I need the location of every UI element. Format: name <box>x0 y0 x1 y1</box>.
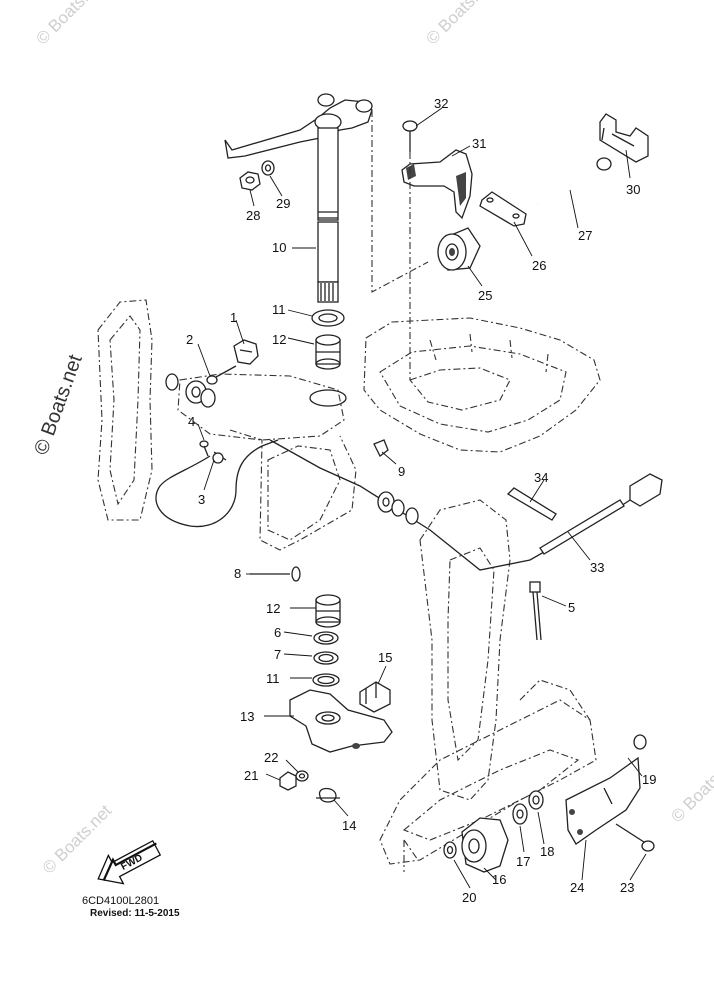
callout-13: 13 <box>240 709 254 724</box>
callout-1: 1 <box>230 310 237 325</box>
fwd-arrow-icon: FWD <box>97 839 162 885</box>
washer-part-7 <box>313 651 339 665</box>
clamp-bracket-outline <box>97 299 357 551</box>
callout-24: 24 <box>570 880 584 895</box>
washer-part-6 <box>313 631 339 645</box>
bolt-part-27 <box>537 157 612 205</box>
callout-25: 25 <box>478 288 492 303</box>
clip-part-1 <box>233 339 259 365</box>
seal-right-set <box>377 491 419 525</box>
callout-33: 33 <box>590 560 604 575</box>
callout-19: 19 <box>642 772 656 787</box>
plate-part-26 <box>479 191 527 227</box>
callout-7: 7 <box>274 647 281 662</box>
cable-tie-part-5 <box>529 581 542 641</box>
callout-3: 3 <box>198 492 205 507</box>
watermark-left-side: © Boats.net <box>30 351 87 457</box>
revised-date: Revised: 11-5-2015 <box>90 908 180 919</box>
bracket-part-31 <box>401 149 473 220</box>
callout-22: 22 <box>264 750 278 765</box>
cable-part-33 <box>269 439 663 571</box>
clip-part-15 <box>359 681 391 713</box>
cable-tie-part-34 <box>506 487 557 521</box>
washer-part-22 <box>295 770 309 782</box>
washer-part-17 <box>512 803 528 825</box>
washer-part-29 <box>261 160 275 176</box>
callout-14: 14 <box>342 818 356 833</box>
nut-part-21 <box>279 771 297 791</box>
upper-casing-outline <box>363 317 601 453</box>
upper-mount-part-25 <box>437 227 481 271</box>
callout-21: 21 <box>244 768 258 783</box>
bolt-part-32 <box>402 120 418 152</box>
callout-5: 5 <box>568 600 575 615</box>
nut-part-28 <box>239 171 261 191</box>
callout-9: 9 <box>398 464 405 479</box>
callout-2: 2 <box>186 332 193 347</box>
callout-29: 29 <box>276 196 290 211</box>
callout-27: 27 <box>578 228 592 243</box>
callout-28: 28 <box>246 208 260 223</box>
wire-lead-part-3 <box>155 439 279 528</box>
bushing-part-12-upper <box>315 334 341 370</box>
washer-part-20 <box>443 841 457 859</box>
screw-part-4 <box>199 440 209 457</box>
bolt-part-8 <box>250 566 301 582</box>
callout-11-upper: 11 <box>272 302 286 317</box>
bolt-part-19 <box>569 734 647 781</box>
watermark-bottom-right: © Boats.net <box>667 750 714 827</box>
callout-26: 26 <box>532 258 546 273</box>
bracket-part-24 <box>565 756 641 845</box>
bolt-part-23 <box>615 823 655 852</box>
diagram-code: 6CD4100L2801 <box>82 895 159 907</box>
callout-4: 4 <box>188 414 195 429</box>
callout-17: 17 <box>516 854 530 869</box>
clip-part-14 <box>316 787 340 803</box>
callout-8: 8 <box>234 566 241 581</box>
callout-20: 20 <box>462 890 476 905</box>
watermark-top-left: © Boats.net <box>32 0 109 48</box>
callout-12-lower: 12 <box>266 601 280 616</box>
callout-10: 10 <box>272 240 286 255</box>
seal-left-set <box>165 373 216 408</box>
callout-15: 15 <box>378 650 392 665</box>
callout-31: 31 <box>472 136 486 151</box>
cover-part-30 <box>599 113 649 163</box>
steering-arm-part <box>224 93 373 303</box>
callout-12-upper: 12 <box>272 332 286 347</box>
upper-mount-guide-line <box>371 110 429 380</box>
callout-6: 6 <box>274 625 281 640</box>
lower-mount-part-16 <box>461 817 509 873</box>
lower-mount-guide-line <box>403 839 419 872</box>
callout-11-lower: 11 <box>266 671 280 686</box>
callout-30: 30 <box>626 182 640 197</box>
leader-lines <box>197 107 647 889</box>
callout-23: 23 <box>620 880 634 895</box>
grommet-part-9 <box>373 439 389 457</box>
bushing-part-12-lower <box>315 594 341 628</box>
callout-32: 32 <box>434 96 448 111</box>
washer-part-18 <box>528 790 544 810</box>
callout-18: 18 <box>540 844 554 859</box>
callout-labels: 1 2 3 4 5 6 7 8 9 10 11 11 12 12 13 14 1… <box>186 96 656 905</box>
bushing-seat-upper <box>309 389 347 407</box>
bolt-part-2 <box>206 365 237 385</box>
swivel-bracket-outline <box>379 499 597 865</box>
callout-34: 34 <box>534 470 548 485</box>
washer-part-11-lower <box>312 673 340 687</box>
callout-16: 16 <box>492 872 506 887</box>
yoke-part-13 <box>289 689 393 753</box>
watermark-top-right: © Boats.net <box>422 0 499 48</box>
washer-part-11-upper <box>311 309 345 327</box>
